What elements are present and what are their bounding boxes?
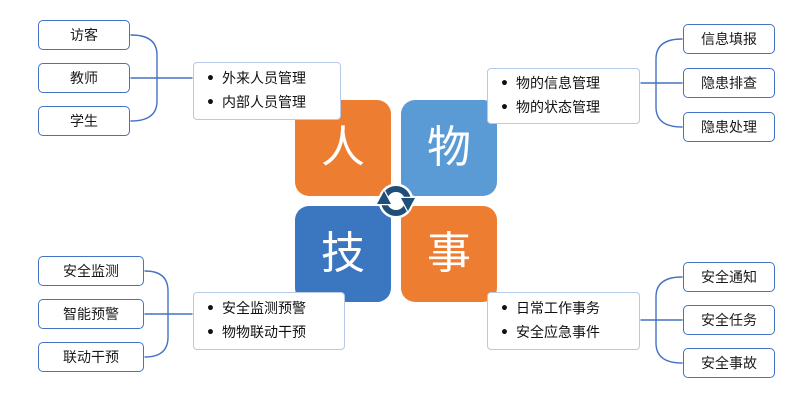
bullet-item: 安全应急事件 [500, 323, 627, 343]
bullet-item: 物的信息管理 [500, 74, 627, 94]
tag-info-report: 信息填报 [683, 24, 775, 54]
tag-student: 学生 [38, 106, 130, 136]
bullet-item: 日常工作事务 [500, 299, 627, 319]
bracket-bottom-right [655, 276, 683, 364]
panel-object-management: 物的信息管理 物的状态管理 [487, 68, 640, 124]
tag-safety-accident: 安全事故 [683, 348, 775, 378]
tag-visitor: 访客 [38, 20, 130, 50]
panel-technology-management: 安全监测预警 物物联动干预 [193, 292, 345, 350]
block-person: 人 [295, 100, 391, 196]
bullet-item: 外来人员管理 [206, 69, 328, 89]
bracket-bottom-left [144, 270, 169, 358]
tag-teacher: 教师 [38, 63, 130, 93]
tag-hazard-handling: 隐患处理 [683, 112, 775, 142]
bullet-item: 内部人员管理 [206, 93, 328, 113]
bullet-item: 物物联动干预 [206, 323, 332, 343]
tag-linkage-intervention: 联动干预 [38, 342, 144, 372]
panel-person-management: 外来人员管理 内部人员管理 [193, 62, 341, 120]
tag-safety-notice: 安全通知 [683, 262, 775, 292]
block-object: 物 [401, 100, 497, 196]
tag-hazard-inspection: 隐患排查 [683, 68, 775, 98]
block-technology: 技 [295, 206, 391, 302]
block-event: 事 [401, 206, 497, 302]
tag-smart-warning: 智能预警 [38, 299, 144, 329]
bullet-item: 物的状态管理 [500, 98, 627, 118]
tag-safety-monitoring: 安全监测 [38, 256, 144, 286]
tag-safety-task: 安全任务 [683, 305, 775, 335]
panel-event-management: 日常工作事务 安全应急事件 [487, 292, 640, 350]
bullet-item: 安全监测预警 [206, 299, 332, 319]
cycle-arrows-icon [370, 175, 422, 227]
bracket-top-left [130, 34, 158, 122]
bracket-top-right [655, 38, 683, 128]
